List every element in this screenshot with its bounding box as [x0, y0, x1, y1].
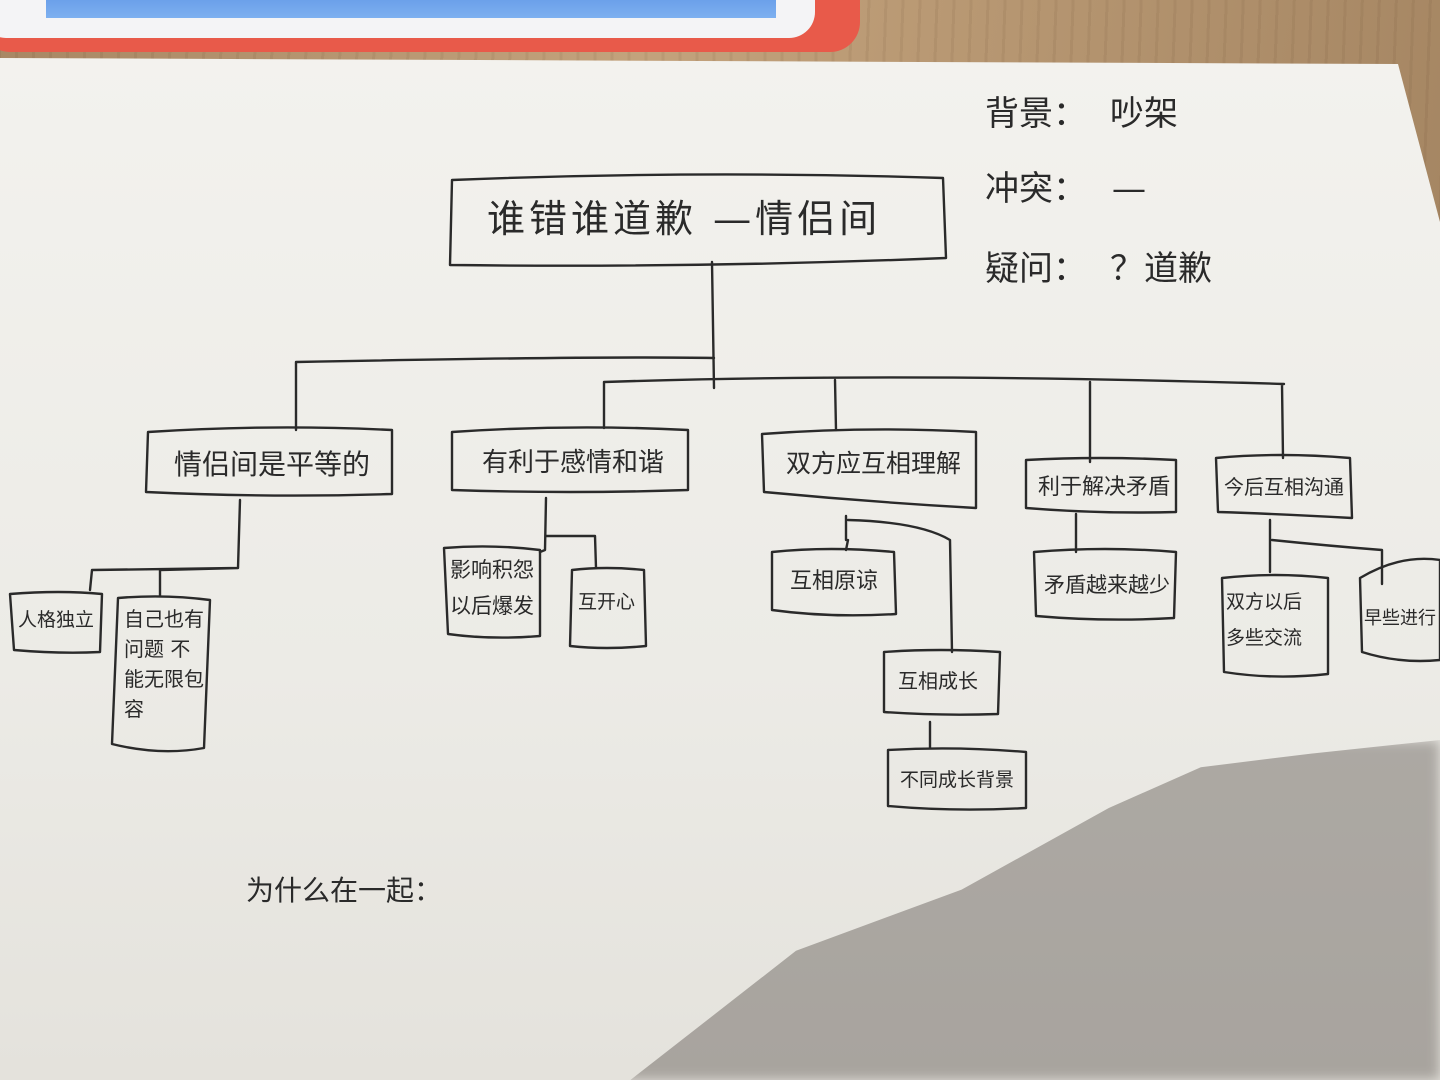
- leaf-box-1b: [110, 595, 212, 753]
- tablet-screen: [46, 0, 776, 18]
- branch-box-2: [450, 426, 690, 494]
- leaf-box-1a: [8, 590, 104, 654]
- leaf-label-3c: 不同成长背景: [900, 769, 1014, 791]
- paper-sheet: [0, 58, 1440, 1080]
- leaf-label-2b: 互开心: [578, 591, 635, 613]
- branch-label-4: 利于解决矛盾: [1038, 475, 1170, 500]
- leaf-label-5a: 双方以后 多些交流: [1226, 591, 1303, 649]
- trunk-line: [710, 260, 716, 390]
- note-background-value: 吵架: [1110, 94, 1178, 134]
- leaf-box-3c: [886, 747, 1028, 811]
- note-conflict-key: 冲突：: [985, 169, 1087, 209]
- leaf-box-2b: [568, 566, 648, 650]
- leaf-label-2a: 影响积怨 以后爆发: [450, 558, 534, 618]
- leaf-label-4a: 矛盾越来越少: [1044, 573, 1170, 597]
- leaf-label-3a: 互相原谅: [790, 569, 878, 594]
- leaf-box-4a: [1032, 547, 1178, 621]
- branch-label-1: 情侣间是平等的: [174, 448, 370, 481]
- tablet-device: [0, 0, 860, 52]
- leaf-box-3a: [770, 547, 898, 617]
- branch-bar: [294, 356, 1286, 464]
- tablet-bezel: [0, 0, 815, 38]
- leaf-label-1b: 自己也有问题 不能无限包容: [124, 607, 204, 721]
- branch-box-5: [1214, 453, 1354, 520]
- leaf-label-5a-wrap: 双方以后 多些交流: [1226, 591, 1303, 649]
- root-title: 谁错谁道歉 —情侣间: [487, 197, 881, 241]
- leaf-label-5b: 早些进行: [1364, 608, 1436, 629]
- note-background-key: 背景：: [985, 94, 1087, 134]
- branch-label-5: 今后互相沟通: [1224, 475, 1344, 499]
- branch-box-3: [760, 428, 978, 510]
- branch-label-3: 双方应互相理解: [786, 449, 961, 478]
- note-conflict-value: —: [1112, 169, 1146, 209]
- root-box: [448, 173, 948, 267]
- leaf-label-1a: 人格独立: [18, 609, 94, 631]
- leaf-label-1b-wrap: 自己也有问题 不能无限包容: [124, 607, 204, 721]
- branch-box-1: [144, 426, 394, 497]
- leaf-box-5a: [1220, 573, 1330, 678]
- leaf-label-2a-wrap: 影响积怨 以后爆发: [450, 558, 534, 618]
- leaf-box-2a: [442, 545, 542, 639]
- note-question-key: 疑问：: [985, 249, 1087, 289]
- note-question-value: ？道歉: [1110, 249, 1212, 289]
- leaf-label-3b: 互相成长: [898, 669, 978, 693]
- bottom-note: 为什么在一起：: [246, 874, 442, 907]
- leaf-box-5b: [1358, 557, 1440, 663]
- branch-label-2: 有利于感情和谐: [482, 448, 664, 478]
- leaf-box-3b: [882, 648, 1002, 716]
- branch-box-4: [1024, 456, 1178, 514]
